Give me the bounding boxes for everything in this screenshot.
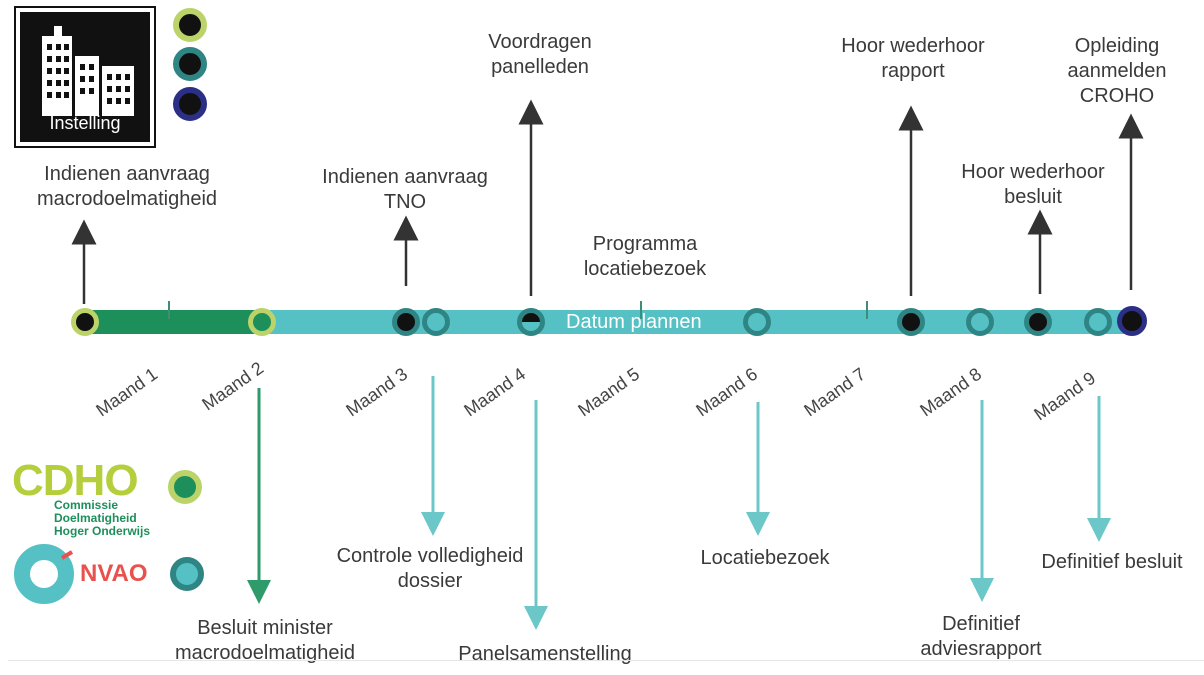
bottom-divider xyxy=(8,660,1204,661)
label-line: Opleiding xyxy=(1074,35,1160,57)
label-line: Hoor wederhoor xyxy=(841,35,985,57)
label-line: Indienen aanvraag xyxy=(44,163,210,185)
label-voordragen-panelleden: Voordragen panelleden xyxy=(460,30,620,80)
label-programma-locatiebezoek: Programma locatiebezoek xyxy=(560,232,730,282)
cdho-sub-line-3: Hoger Onderwijs xyxy=(54,524,151,538)
legend-instelling-teal-dot xyxy=(173,47,207,81)
legend-instelling-navy-dot xyxy=(173,87,207,121)
label-line: Locatiebezoek xyxy=(700,547,830,569)
label-line: Hoor wederhoor xyxy=(961,161,1105,183)
label-controle-dossier: Controle volledigheid dossier xyxy=(310,544,550,594)
node-definitief-besluit xyxy=(1084,308,1112,336)
month-label: Maand 1 xyxy=(92,363,162,421)
label-line: macrodoelmatigheid xyxy=(36,188,218,210)
label-line: rapport xyxy=(881,60,945,82)
node-indienen-macro xyxy=(71,308,99,336)
label-opleiding-croho: Opleiding aanmelden CROHO xyxy=(1050,34,1184,109)
nvao-ring-icon xyxy=(14,544,74,604)
label-line: TNO xyxy=(383,191,427,213)
label-definitief-besluit: Definitief besluit xyxy=(1020,550,1204,575)
month-label: Maand 7 xyxy=(800,363,870,421)
node-besluit-minister xyxy=(248,308,276,336)
label-line: Definitief besluit xyxy=(1041,551,1183,573)
month-tick xyxy=(168,301,170,319)
month-label: Maand 5 xyxy=(574,363,644,421)
label-definitief-adviesrapport: Definitief adviesrapport xyxy=(896,612,1066,662)
datum-plannen-label: Datum plannen xyxy=(566,311,702,333)
month-label: Maand 3 xyxy=(342,363,412,421)
cdho-sub-line-2: Doelmatigheid xyxy=(54,511,137,525)
label-line: Indienen aanvraag xyxy=(322,166,488,188)
label-line: Besluit minister xyxy=(197,617,333,639)
node-locatiebezoek xyxy=(743,308,771,336)
month-tick xyxy=(866,301,868,319)
label-besluit-minister: Besluit minister macrodoelmatigheid xyxy=(140,616,390,666)
month-label: Maand 6 xyxy=(692,363,762,421)
legend-cdho-dot xyxy=(168,470,202,504)
label-line: dossier xyxy=(397,570,463,592)
node-adviesrapport xyxy=(966,308,994,336)
label-line: panelleden xyxy=(491,56,589,78)
label-line: macrodoelmatigheid xyxy=(174,642,356,664)
month-label: Maand 9 xyxy=(1030,367,1100,425)
month-label: Maand 4 xyxy=(460,363,530,421)
month-label: Maand 8 xyxy=(916,363,986,421)
label-line: Panelsamenstelling xyxy=(458,643,632,665)
node-hoor-besluit xyxy=(1024,308,1052,336)
label-line: Programma xyxy=(592,233,698,255)
legend-nvao-dot xyxy=(170,557,204,591)
label-line: adviesrapport xyxy=(920,638,1042,660)
label-hoor-rapport: Hoor wederhoor rapport xyxy=(818,34,1008,84)
label-locatiebezoek: Locatiebezoek xyxy=(680,546,850,571)
cdho-logo: CDHO xyxy=(12,456,139,505)
timeline-cdho-segment xyxy=(80,310,265,334)
label-indienen-tno: Indienen aanvraag TNO xyxy=(300,165,510,215)
label-line: locatiebezoek xyxy=(583,258,707,280)
label-line: besluit xyxy=(1004,186,1062,208)
cdho-subtitle: Commissie Doelmatigheid Hoger Onderwijs xyxy=(54,499,150,538)
label-line: aanmelden xyxy=(1067,60,1167,82)
instelling-label: Instelling xyxy=(49,113,121,133)
label-line: Voordragen xyxy=(488,31,592,53)
node-controle-dossier xyxy=(422,308,450,336)
label-line: Definitief xyxy=(942,613,1020,635)
label-line: Controle volledigheid xyxy=(336,545,524,567)
cdho-sub-line-1: Commissie xyxy=(54,498,119,512)
node-indienen-tno xyxy=(392,308,420,336)
month-label: Maand 2 xyxy=(198,357,268,415)
node-croho xyxy=(1117,306,1147,336)
instelling-logo: Instelling xyxy=(14,6,156,148)
nvao-logo: NVAO xyxy=(80,560,148,587)
legend-instelling-lime-dot xyxy=(173,8,207,42)
month-tick xyxy=(640,301,642,319)
buildings-icon xyxy=(42,26,134,116)
label-panelsamenstelling: Panelsamenstelling xyxy=(440,642,650,667)
label-line: CROHO xyxy=(1079,85,1155,107)
node-hoor-rapport xyxy=(897,308,925,336)
label-indienen-macro: Indienen aanvraag macrodoelmatigheid xyxy=(22,162,232,212)
node-voordragen-panelleden xyxy=(517,308,545,336)
label-hoor-besluit: Hoor wederhoor besluit xyxy=(938,160,1128,210)
